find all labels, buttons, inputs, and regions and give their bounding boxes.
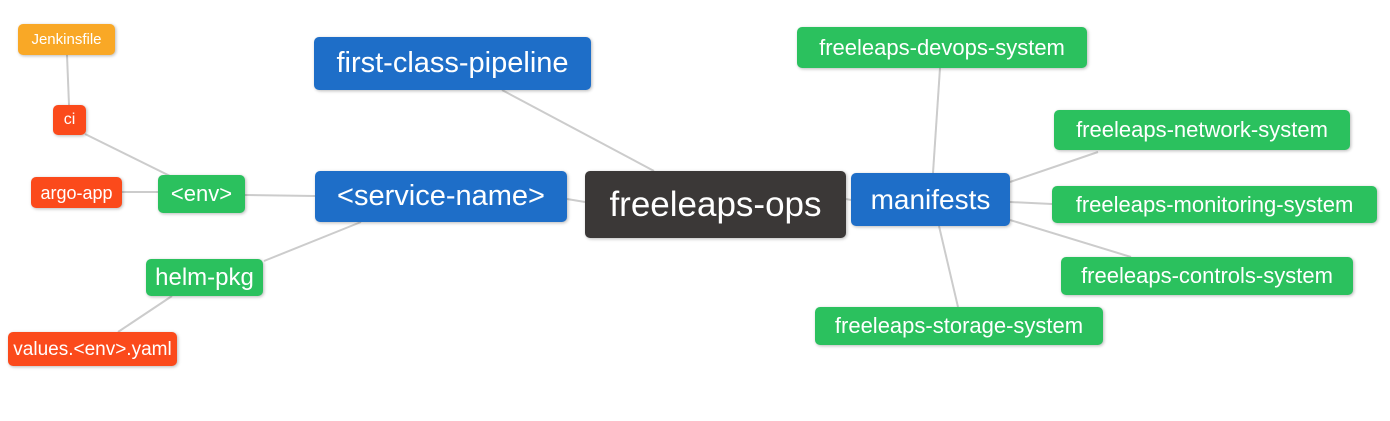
edge-helm-pkg--service-name [263, 221, 362, 262]
edge-manifests--controls-system [1009, 219, 1132, 258]
edge-first-class-pipeline--freeleaps-ops [501, 89, 655, 172]
node-monitoring-system[interactable]: freeleaps-monitoring-system [1052, 186, 1377, 223]
node-freeleaps-ops[interactable]: freeleaps-ops [585, 171, 846, 238]
edge-manifests--devops-system [932, 67, 941, 174]
node-storage-system[interactable]: freeleaps-storage-system [815, 307, 1103, 345]
node-manifests[interactable]: manifests [851, 173, 1010, 226]
node-service-name[interactable]: <service-name> [315, 171, 567, 222]
node-env[interactable]: <env> [158, 175, 245, 213]
edge-values-env-yaml--helm-pkg [117, 295, 173, 333]
node-helm-pkg[interactable]: helm-pkg [146, 259, 263, 296]
node-argo-app[interactable]: argo-app [31, 177, 122, 208]
node-network-system[interactable]: freeleaps-network-system [1054, 110, 1350, 150]
node-controls-system[interactable]: freeleaps-controls-system [1061, 257, 1353, 295]
edge-manifests--monitoring-system [1009, 201, 1053, 205]
edge-manifests--storage-system [938, 225, 959, 308]
edge-manifests--network-system [1009, 151, 1099, 183]
edge-ci--env [84, 133, 171, 177]
edge-freeleaps-ops--manifests [845, 198, 852, 201]
node-values-env-yaml[interactable]: values.<env>.yaml [8, 332, 177, 366]
edge-env--service-name [244, 194, 316, 197]
edge-service-name--freeleaps-ops [566, 198, 586, 203]
node-jenkinsfile[interactable]: Jenkinsfile [18, 24, 115, 55]
node-first-class-pipeline[interactable]: first-class-pipeline [314, 37, 591, 90]
node-devops-system[interactable]: freeleaps-devops-system [797, 27, 1087, 68]
node-ci[interactable]: ci [53, 105, 86, 135]
edge-jenkinsfile--ci [66, 54, 70, 106]
